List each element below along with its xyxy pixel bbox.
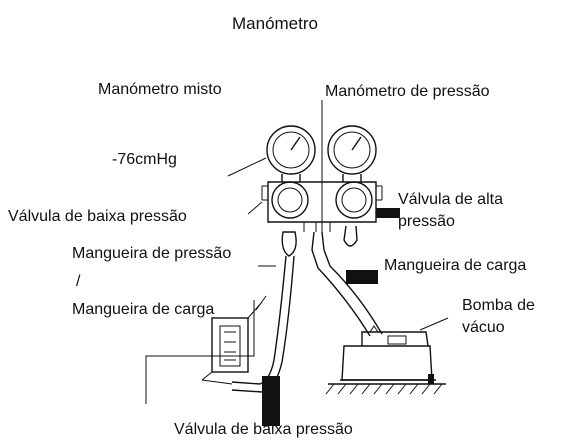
annotation-blocks (262, 208, 400, 426)
hose-fittings (281, 225, 358, 257)
manifold-body (261, 181, 383, 232)
high-valve-label-line1: Válvula de alta (398, 191, 503, 208)
vacuum-pump-label-line1: Bomba de (462, 297, 535, 314)
low-valve-bottom-label: Válvula de baixa pressão (174, 421, 353, 438)
pressure-hose-label: Mangueira de pressão (72, 245, 232, 262)
diagram-title: Manómetro (232, 14, 318, 33)
gauge-reading-label: -76cmHg (112, 151, 177, 168)
high-valve-label-line2: pressão (398, 213, 455, 230)
compound-gauge-label: Manómetro misto (98, 81, 222, 98)
charge-hose-right-label: Mangueira de carga (384, 257, 527, 274)
pressure-gauge (327, 125, 377, 182)
low-valve-label: Válvula de baixa pressão (8, 208, 187, 225)
vacuum-pump (325, 325, 446, 395)
hose-separator: / (76, 273, 81, 290)
charge-hose-left-label: Mangueira de carga (72, 301, 215, 318)
vacuum-pump-label-line2: vácuo (462, 319, 505, 336)
compound-gauge (266, 125, 316, 182)
pressure-gauge-label: Manómetro de pressão (325, 83, 490, 100)
service-valve (201, 295, 267, 385)
leader-lines (145, 100, 449, 404)
